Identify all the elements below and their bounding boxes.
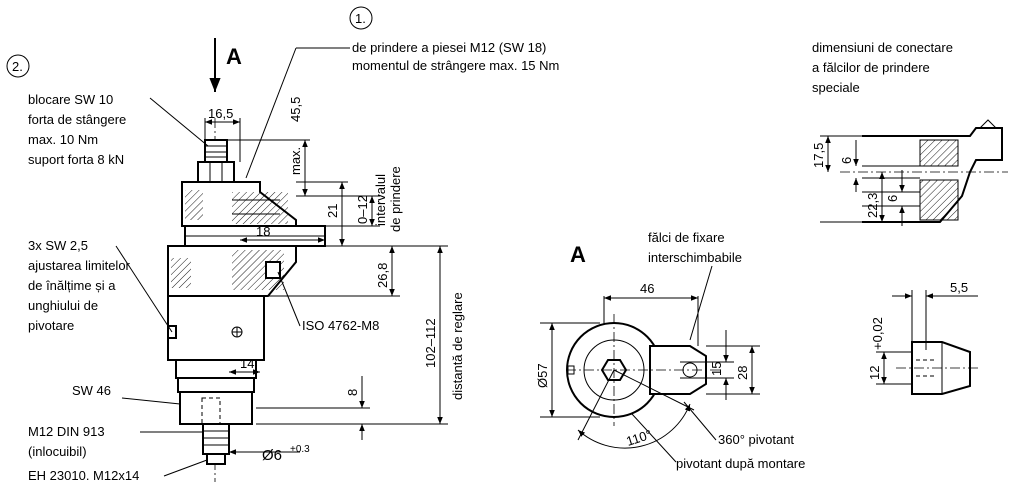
dim-12-tol: +0,02: [870, 317, 885, 350]
dim-max: max.: [288, 147, 303, 175]
adjust-text-1: 3x SW 2,5: [28, 238, 88, 253]
pivot-after-text: pivotant după montare: [676, 456, 805, 471]
adjust-distance-label: distantă de reglare: [450, 292, 465, 400]
lock-text-2: forta de stângere: [28, 112, 126, 127]
view-a-arrow: A: [209, 38, 242, 92]
connect-text-1: dimensiuni de conectare: [812, 40, 953, 55]
clamp-screw-text-2: momentul de strângere max. 15 Nm: [352, 58, 559, 73]
dim-46: 46: [640, 281, 654, 296]
main-side-view: [167, 118, 326, 482]
dim-dia-6: Ø6: [262, 447, 282, 464]
dim-dia-57: Ø57: [535, 363, 550, 388]
iso-text: ISO 4762-M8: [302, 318, 379, 333]
adjust-text-4: unghiului de: [28, 298, 98, 313]
connect-detail-lower: 5,5 12 +0,02: [867, 280, 980, 395]
m12-text-1: M12 DIN 913: [28, 424, 105, 439]
range-label-2: de prindere: [388, 166, 403, 232]
dim-21: 21: [325, 204, 340, 218]
view-a-section-label: A: [570, 242, 586, 267]
dim-dia-6-tol: +0.3: [290, 444, 310, 455]
dim-12: 12: [867, 366, 882, 380]
clamp-screw-callout: de prindere a piesei M12 (SW 18) momentu…: [245, 40, 559, 179]
connect-detail-upper: dimensiuni de conectare a fălcilor de pr…: [811, 40, 1008, 226]
jaws-text-1: fălci de fixare: [648, 230, 725, 245]
dim-26-8: 26,8: [375, 263, 390, 288]
dim-28: 28: [735, 366, 750, 380]
adjust-text-2: ajustarea limitelor: [28, 258, 131, 273]
lock-screw: [204, 139, 228, 163]
dim-0-12: 0–12: [355, 195, 370, 224]
m12-text-2: (inlocuibil): [28, 444, 87, 459]
jaws-text-2: interschimbabile: [648, 250, 742, 265]
connect-text-3: speciale: [812, 80, 860, 95]
dim-16-5: 16,5: [208, 106, 233, 121]
adjust-text-3: de înălțime și a: [28, 278, 116, 293]
view-a: A fălci de fixare interschimbabile 46 Ø5…: [535, 230, 805, 471]
dim-102-112: 102–112: [423, 318, 438, 368]
adjust-text-5: pivotare: [28, 318, 74, 333]
lock-text-1: blocare SW 10: [28, 92, 113, 107]
marker-1-text: 1.: [355, 11, 366, 26]
lock-text-3: max. 10 Nm: [28, 132, 98, 147]
sw46-text: SW 46: [72, 383, 111, 398]
range-label-1: intervalul: [373, 174, 388, 226]
lock-text-4: suport forta 8 kN: [28, 152, 124, 167]
dim-6-lower: 6: [885, 195, 900, 202]
lock-nut: [197, 161, 235, 183]
main-dimensions: 16,5 45,5 max. 0–12 intervalul de prinde…: [204, 97, 465, 464]
dim-22-3: 22,3: [865, 193, 880, 218]
pivot-360-text: 360° pivotant: [718, 432, 794, 447]
m12-callout: M12 DIN 913 (inlocuibil): [28, 424, 203, 459]
dim-5-5: 5,5: [950, 280, 968, 295]
main-housing: [167, 295, 265, 361]
adjust-callout: 3x SW 2,5 ajustarea limitelor de înălțim…: [28, 238, 173, 333]
marker-2: 2.: [6, 54, 30, 78]
marker-2-text: 2.: [12, 59, 23, 74]
lock-callout: blocare SW 10 forta de stângere max. 10 …: [28, 92, 209, 167]
clamp-screw-text-1: de prindere a piesei M12 (SW 18): [352, 40, 546, 55]
iso-callout: ISO 4762-M8: [277, 271, 379, 333]
dim-110-deg: 110°: [624, 427, 653, 449]
view-a-arrow-label: A: [226, 44, 242, 69]
sw46-callout: SW 46: [72, 383, 181, 405]
dim-14: 14: [240, 356, 254, 371]
dim-6-upper: 6: [839, 157, 854, 164]
threaded-stud: [202, 423, 230, 455]
marker-1: 1.: [349, 6, 373, 30]
eh-text: EH 23010. M12x14: [28, 468, 139, 483]
dim-45-5: 45,5: [288, 97, 303, 122]
dim-17-5: 17,5: [811, 143, 826, 168]
base-sw46: [179, 391, 253, 425]
dim-8: 8: [345, 389, 360, 396]
connect-text-2: a fălcilor de prindere: [812, 60, 930, 75]
dim-15: 15: [709, 362, 724, 376]
eh-callout: EH 23010. M12x14: [28, 459, 208, 483]
dim-18: 18: [256, 224, 270, 239]
